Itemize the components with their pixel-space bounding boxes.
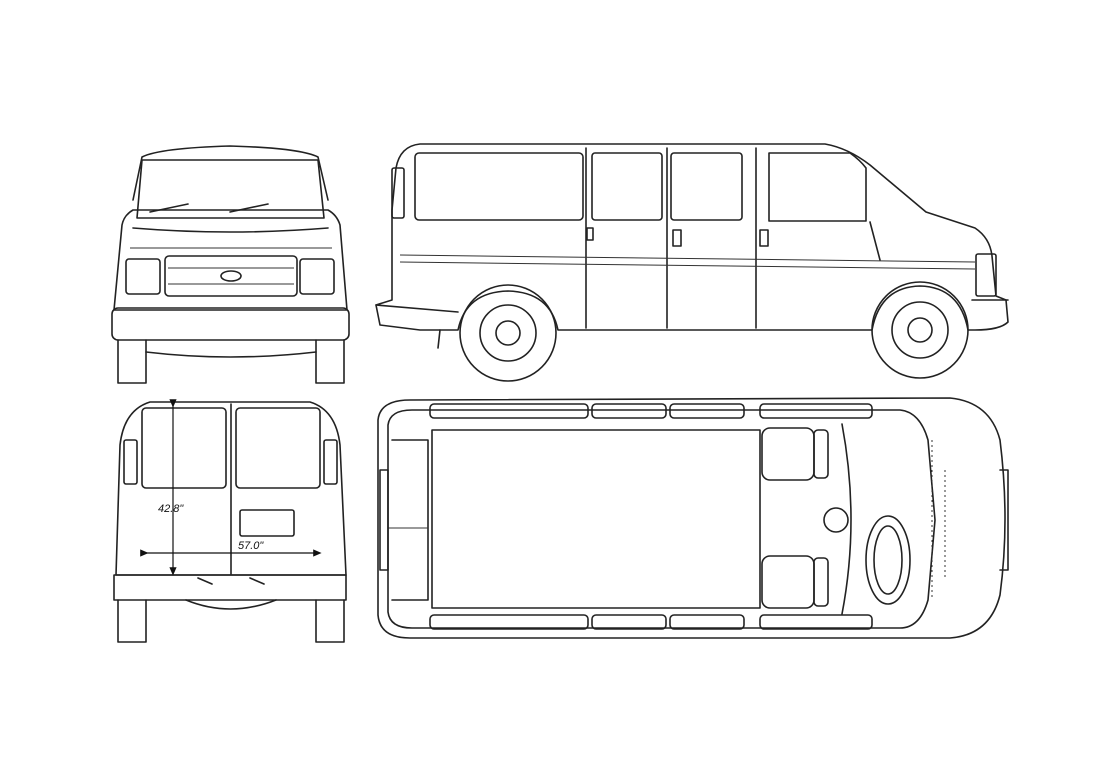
height-dimension-label: 42.8" [158,503,184,515]
rear-view: 42.8" 57.0" [113,399,347,643]
width-dimension-label: 57.0" [238,540,264,552]
side-view [375,143,1009,382]
top-view [377,397,1009,639]
front-view [111,145,350,384]
